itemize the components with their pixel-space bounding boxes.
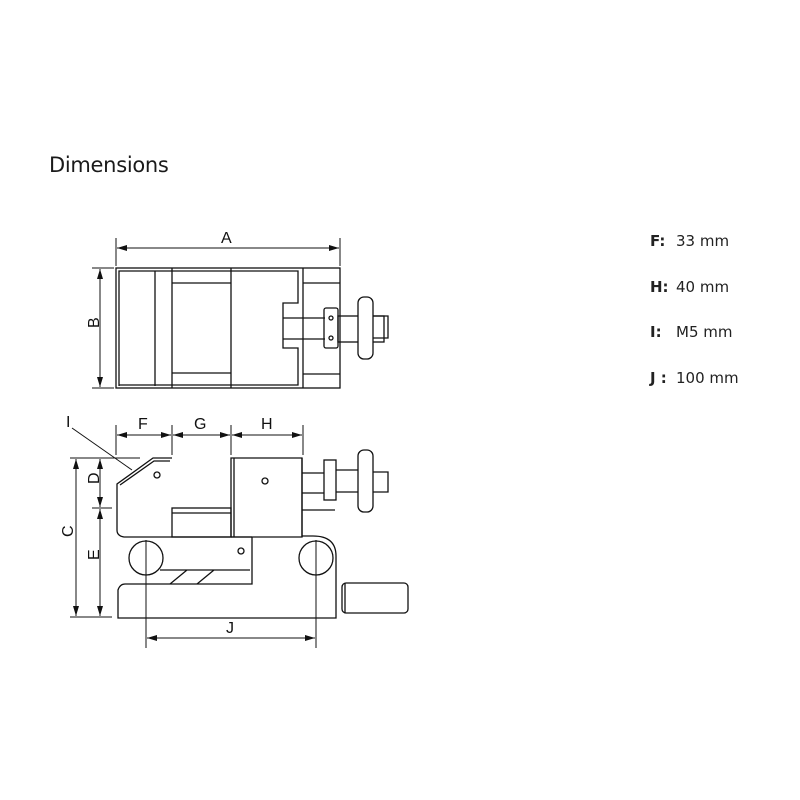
label-f: F bbox=[138, 416, 148, 433]
spec-key: F: bbox=[650, 232, 666, 250]
page-title: Dimensions bbox=[49, 153, 169, 177]
spec-row-f: F: 33 mm bbox=[650, 232, 739, 278]
label-d: D bbox=[86, 472, 103, 484]
label-c: C bbox=[60, 525, 77, 537]
label-h: H bbox=[261, 416, 273, 433]
side-view bbox=[116, 449, 409, 619]
label-g: G bbox=[194, 416, 206, 433]
label-a: A bbox=[221, 230, 232, 247]
spec-key: H: bbox=[650, 277, 669, 296]
spec-value: M5 mm bbox=[676, 323, 733, 341]
spec-list: F: 33 mm H: 40 mm I: M5 mm J : 100 mm bbox=[650, 232, 739, 414]
spec-value: 40 mm bbox=[676, 277, 730, 296]
label-j: J bbox=[226, 620, 234, 637]
spec-row-j: J : 100 mm bbox=[650, 369, 739, 415]
spec-row-i: I: M5 mm bbox=[650, 323, 739, 369]
spec-value: 33 mm bbox=[676, 232, 730, 250]
spec-value: 100 mm bbox=[676, 368, 739, 387]
spec-key: I: bbox=[650, 323, 662, 341]
label-i: I bbox=[66, 414, 70, 431]
top-view bbox=[115, 267, 389, 389]
spec-key: J : bbox=[650, 368, 667, 387]
spec-row-h: H: 40 mm bbox=[650, 278, 739, 324]
label-b: B bbox=[86, 317, 103, 328]
label-e: E bbox=[86, 549, 103, 560]
dimension-lines bbox=[70, 238, 341, 648]
